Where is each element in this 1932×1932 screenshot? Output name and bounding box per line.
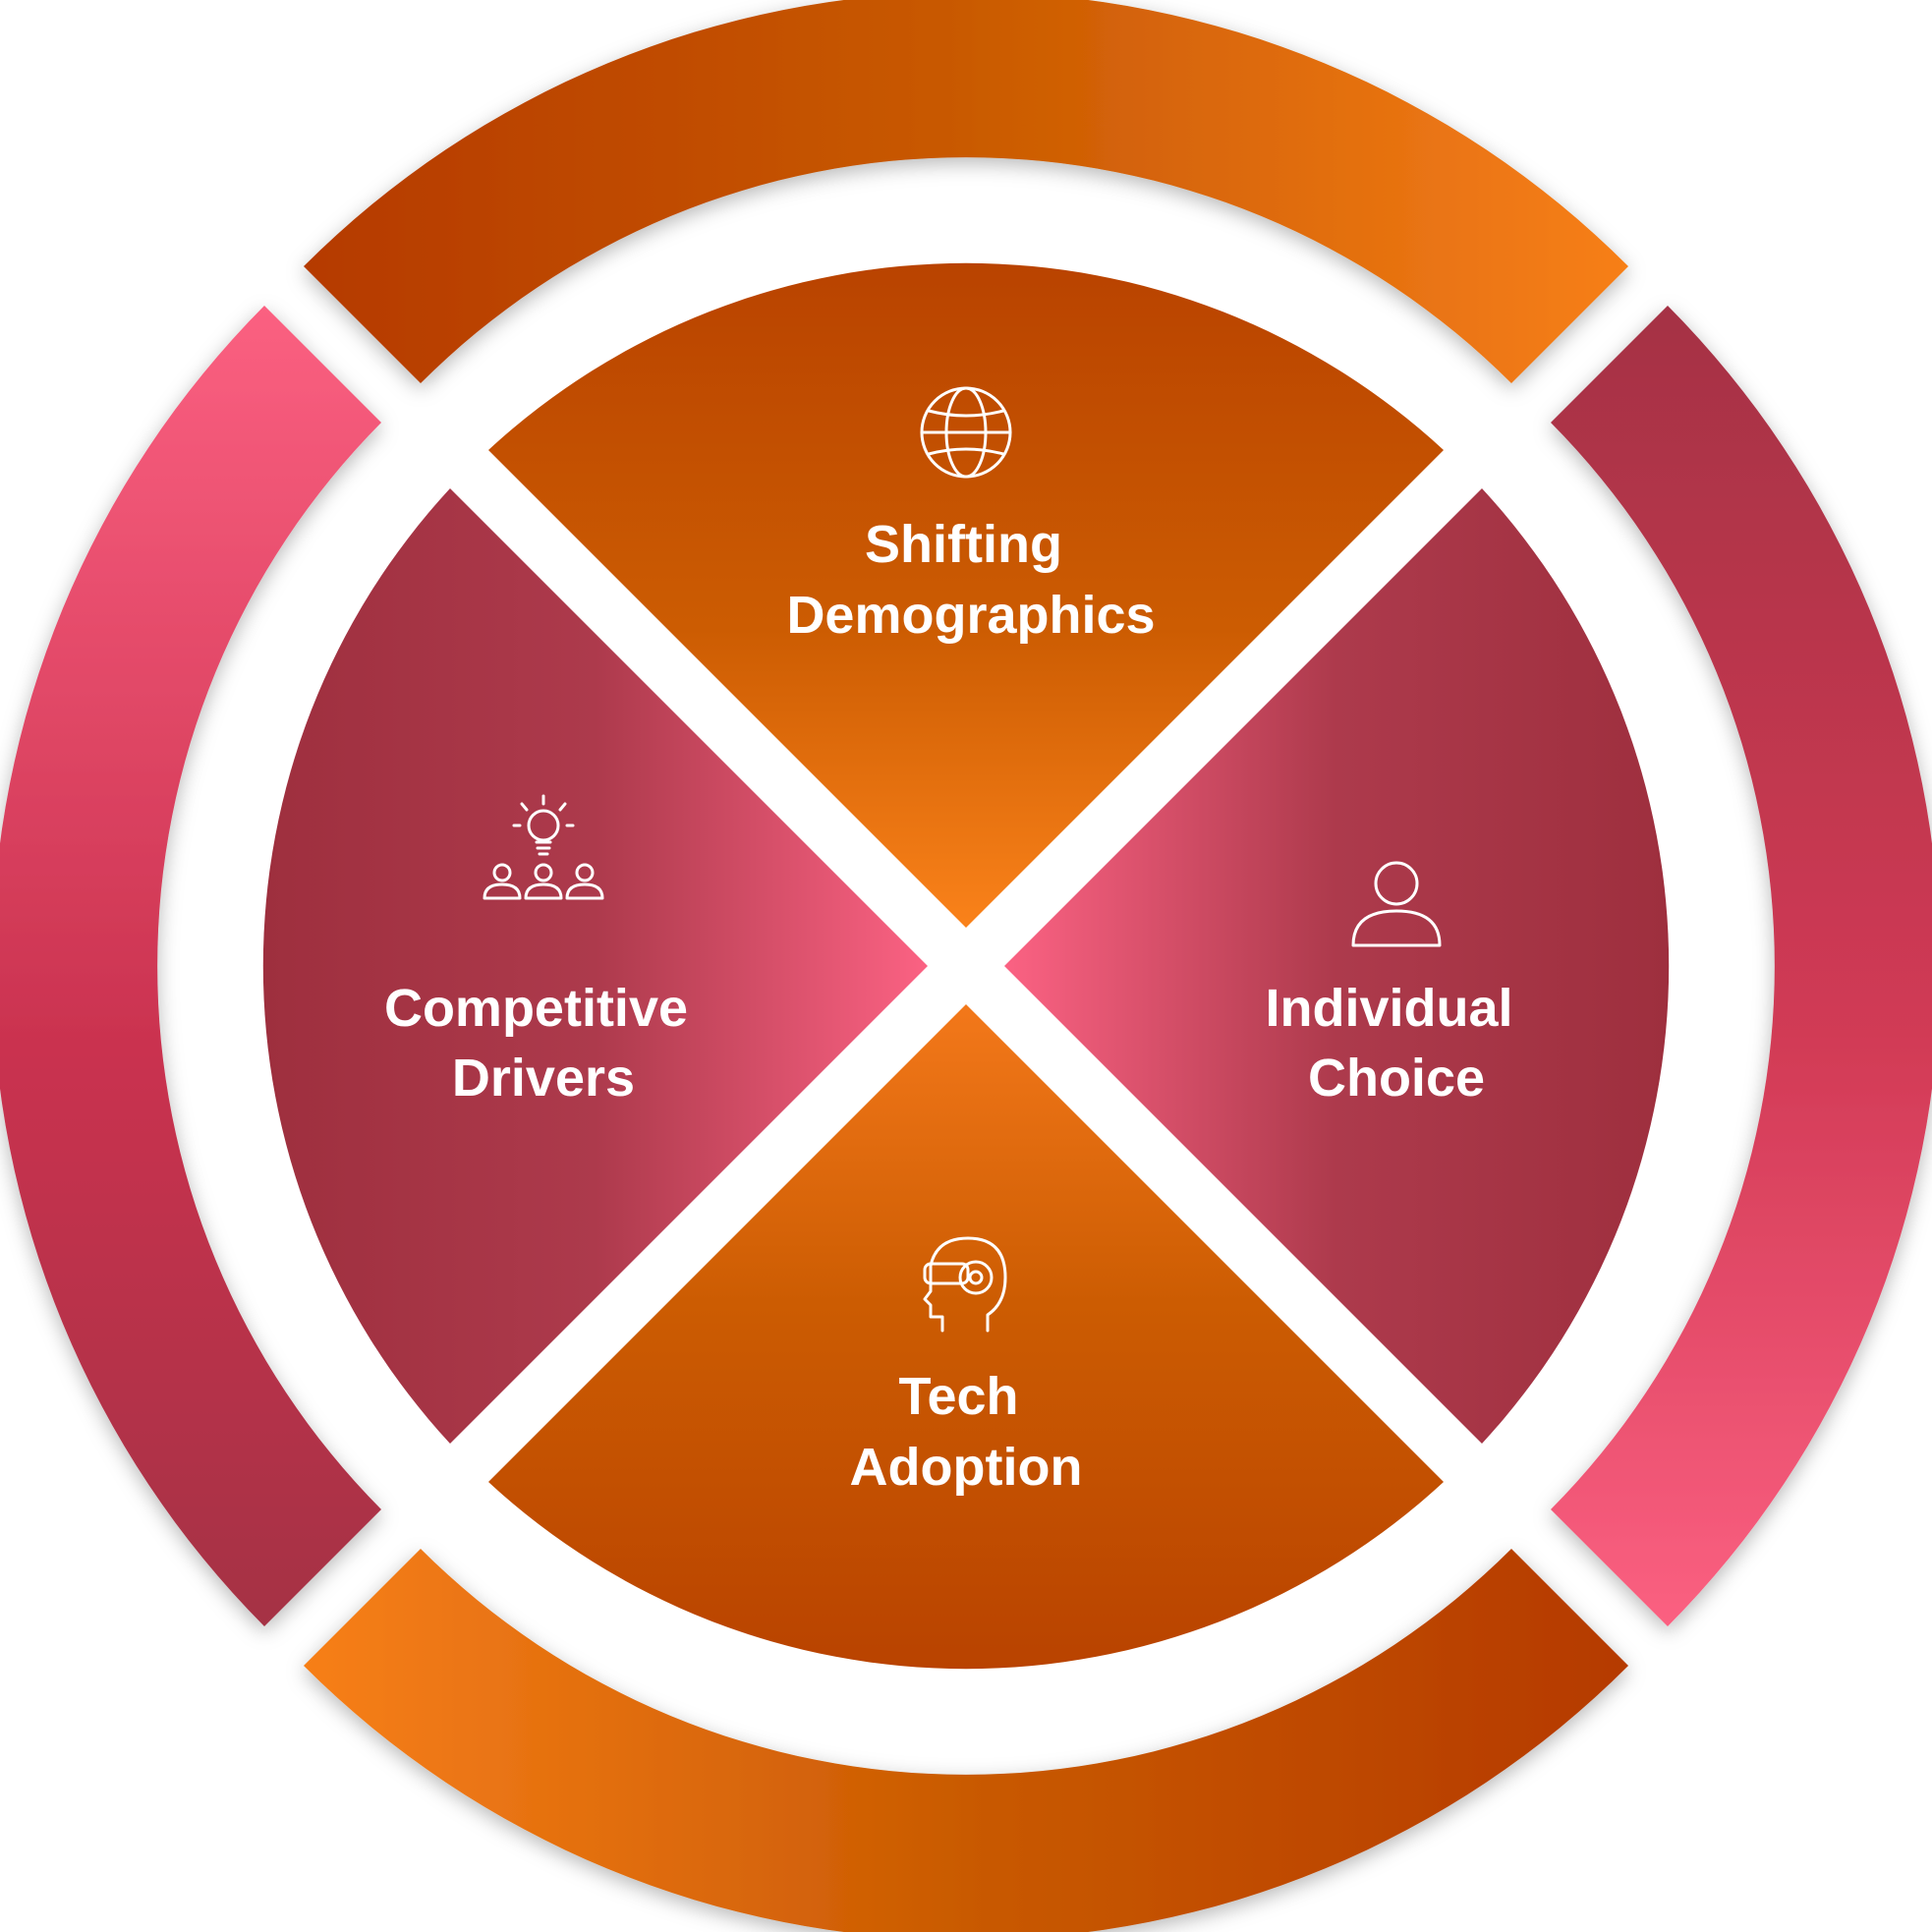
quadrant-right-line-2: Choice [1308, 1049, 1485, 1108]
quadrant-top-line-1: Shifting [865, 515, 1062, 574]
ring-arc-right [1551, 306, 1932, 1626]
sector-right [1004, 488, 1670, 1444]
sector-top [488, 262, 1444, 928]
ring-arc-top [304, 0, 1628, 383]
lightbulb-team-icon [483, 794, 604, 900]
quadrant-left-label: Competitive Drivers [384, 979, 703, 1108]
quadrant-left-line-2: Drivers [452, 1049, 635, 1108]
ring-arc-left [0, 306, 381, 1626]
ring-arc-bottom [304, 1549, 1628, 1932]
quadrant-bottom-line-1: Tech [898, 1367, 1018, 1426]
quadrant-bottom-label: Tech Adoption [850, 1367, 1083, 1497]
quadrant-left-line-1: Competitive [384, 979, 688, 1038]
quadrant-top-label: Shifting Demographics [786, 515, 1155, 645]
sector-left [262, 488, 929, 1444]
globe-icon [920, 386, 1012, 479]
quadrant-right-label: Individual Choice [1265, 979, 1527, 1108]
vr-headset-head-icon [923, 1236, 1007, 1333]
person-icon [1351, 861, 1442, 947]
quadrant-bottom-line-2: Adoption [850, 1438, 1083, 1497]
quadrant-top-line-2: Demographics [786, 586, 1155, 645]
sector-bottom [488, 1004, 1444, 1670]
quadrant-right-line-1: Individual [1265, 979, 1512, 1038]
